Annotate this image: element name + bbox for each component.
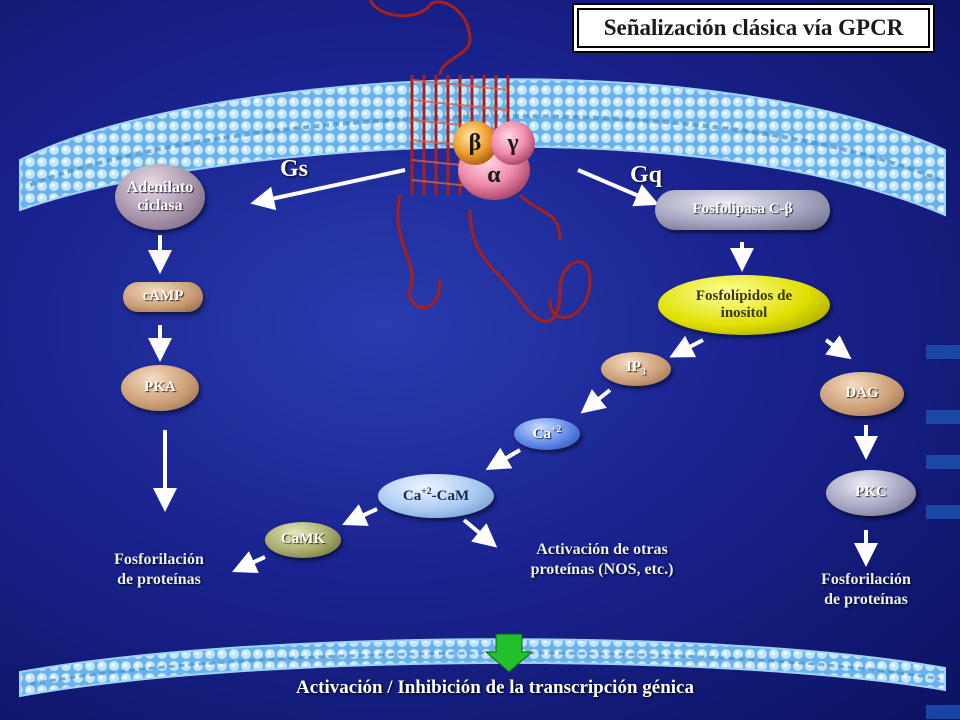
- arrow-cacam-camk: [342, 504, 378, 526]
- arrow-fosfolipidos-dag: [824, 335, 852, 360]
- dag-node: DAG: [820, 372, 904, 416]
- alpha-label: α: [487, 162, 501, 188]
- edge-stripe: [926, 455, 960, 469]
- pkc-node: PKC: [826, 470, 916, 516]
- edge-stripe: [926, 410, 960, 424]
- gamma-label: γ: [507, 130, 519, 156]
- beta-label: β: [468, 130, 482, 156]
- gq-label: Gq: [629, 162, 662, 188]
- arrow-ip3-ca: [580, 388, 612, 414]
- arrow-fosfolipidos-ip3: [669, 335, 704, 358]
- nuclear-membrane: [19, 638, 946, 698]
- camk-node: CaMK: [265, 522, 341, 558]
- slide-title: Señalización clásica vía GPCR: [577, 8, 930, 48]
- camp-node: cAMP: [123, 282, 203, 312]
- edge-stripe: [926, 505, 960, 519]
- transcripcion-label: Activación / Inhibición de la transcripc…: [296, 677, 694, 698]
- ca-cam-node: Ca+2-CaM: [378, 474, 494, 518]
- beta-subunit: [453, 121, 497, 165]
- gamma-subunit: [491, 121, 535, 165]
- arrow-ca-cacam: [485, 447, 522, 471]
- gs-label: Gs: [279, 156, 308, 182]
- transcription-arrow: [484, 633, 534, 673]
- plasma-membrane: [19, 78, 946, 217]
- gq-arrow: [577, 168, 660, 207]
- edge-stripe: [926, 345, 960, 359]
- fosfolipasa-node: Fosfolipasa C-β: [655, 190, 830, 230]
- arrow-camk-fosforilacion: [232, 551, 266, 573]
- ip3-node: IP3: [601, 352, 671, 386]
- pka-node: PKA: [121, 365, 199, 411]
- arrow-cacam-activacion: [462, 518, 498, 548]
- ca-node: Ca+2: [514, 418, 580, 450]
- gs-arrow: [250, 168, 406, 211]
- edge-stripe: [926, 705, 960, 719]
